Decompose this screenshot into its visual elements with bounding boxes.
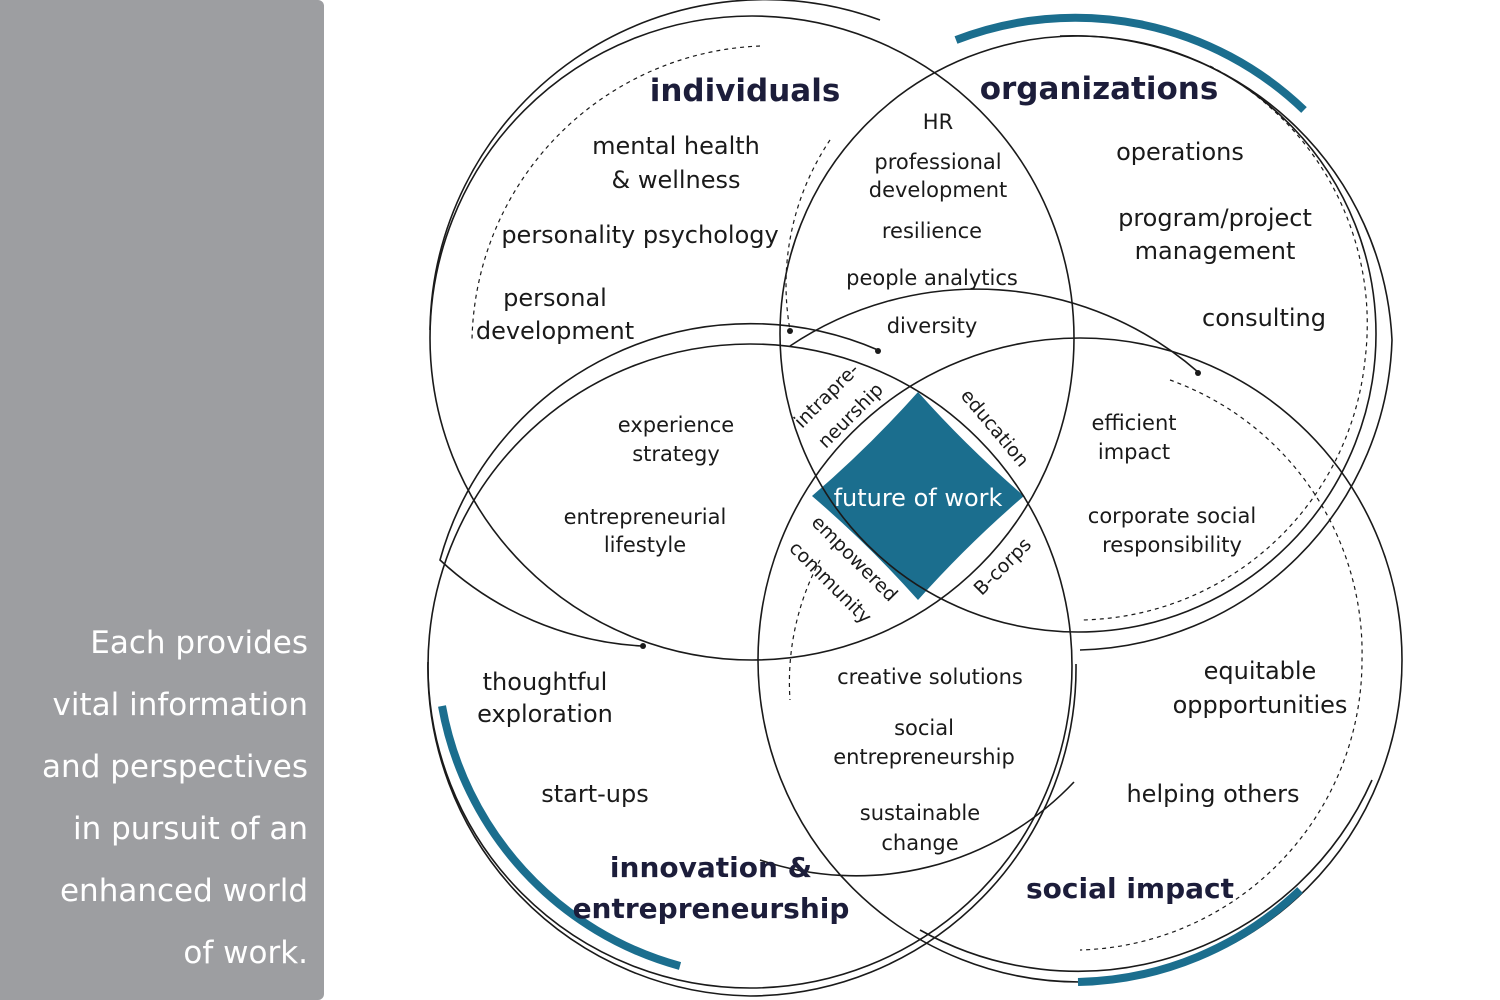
social-outer-arc [789, 288, 1199, 373]
social-title: social impact [1026, 872, 1234, 905]
individuals-dashed-arc [471, 45, 761, 341]
organizations-item: operations [1116, 138, 1244, 166]
overlap-item: corporate social [1088, 504, 1256, 528]
overlap-item: creative solutions [837, 665, 1023, 689]
individuals-title: individuals [650, 73, 841, 109]
innovation-item: start-ups [541, 780, 649, 808]
social-item: helping others [1126, 780, 1299, 808]
arc-dot [640, 643, 646, 649]
organizations-item: management [1135, 237, 1296, 265]
individuals-item: & wellness [611, 166, 740, 194]
arc-dot [787, 328, 793, 334]
center-label: future of work [834, 484, 1003, 512]
innovation-outer-arc [427, 661, 1077, 997]
overlap-item: responsibility [1102, 533, 1242, 557]
caption-line: of work. [183, 935, 308, 971]
organizations-dashed-arc [1079, 65, 1368, 621]
caption-line: enhanced world [59, 873, 308, 909]
arc-dot [875, 348, 881, 354]
overlap-item: impact [1098, 440, 1170, 464]
side-panel: Each provides vital information and pers… [0, 0, 324, 1000]
social-item: oppportunities [1173, 691, 1348, 719]
overlap-item: entrepreneurship [833, 745, 1015, 769]
overlap-item: lifestyle [604, 533, 686, 557]
individuals-outer-arc [429, 0, 881, 331]
individuals-item: development [476, 317, 634, 345]
caption-line: and perspectives [42, 749, 308, 785]
individuals-item: personality psychology [501, 221, 778, 249]
social-item: equitable [1204, 657, 1317, 685]
caption-line: Each provides [90, 625, 308, 661]
overlap-item: strategy [632, 442, 720, 466]
overlap-item: efficient [1091, 411, 1176, 435]
side-caption: Each provides vital information and pers… [8, 612, 308, 984]
center-region [812, 392, 1024, 600]
organizations-item: program/project [1118, 204, 1312, 232]
organizations-item: consulting [1202, 304, 1326, 332]
inner-arc-left [439, 322, 879, 647]
caption-line: vital information [52, 687, 309, 723]
overlap-item: social [894, 716, 954, 740]
individuals-item: personal [503, 284, 607, 312]
innovation-item: exploration [477, 700, 613, 728]
organizations-title: organizations [980, 71, 1219, 107]
org-inner-dashed-arc [785, 139, 831, 331]
overlap-item: professional [874, 150, 1001, 174]
overlap-item: HR [923, 110, 953, 134]
innovation-title: innovation & [610, 851, 812, 884]
innovation-dashed-arc [788, 559, 821, 701]
overlap-item: people analytics [846, 266, 1018, 290]
overlap-item: change [881, 831, 958, 855]
inner-arc-bottom [759, 781, 1075, 877]
accent-arc-left [438, 705, 682, 970]
innovation-title: entrepreneurship [573, 892, 850, 925]
inner-arc-right [919, 779, 1373, 973]
accent-arc-bottom [1077, 887, 1303, 986]
accent-arc-top [954, 13, 1307, 113]
arc-dot [1195, 370, 1201, 376]
caption-line: in pursuit of an [73, 811, 308, 847]
social-dashed-arc [1079, 379, 1363, 951]
overlap-item: diversity [887, 314, 978, 338]
overlap-item: sustainable [860, 801, 980, 825]
overlap-item: development [869, 178, 1008, 202]
innovation-item: thoughtful [483, 668, 608, 696]
overlap-item: entrepreneurial [564, 505, 727, 529]
individuals-item: mental health [592, 132, 760, 160]
overlap-item: resilience [882, 219, 982, 243]
organizations-outer-arc [1059, 34, 1393, 651]
overlap-item: experience [618, 413, 734, 437]
